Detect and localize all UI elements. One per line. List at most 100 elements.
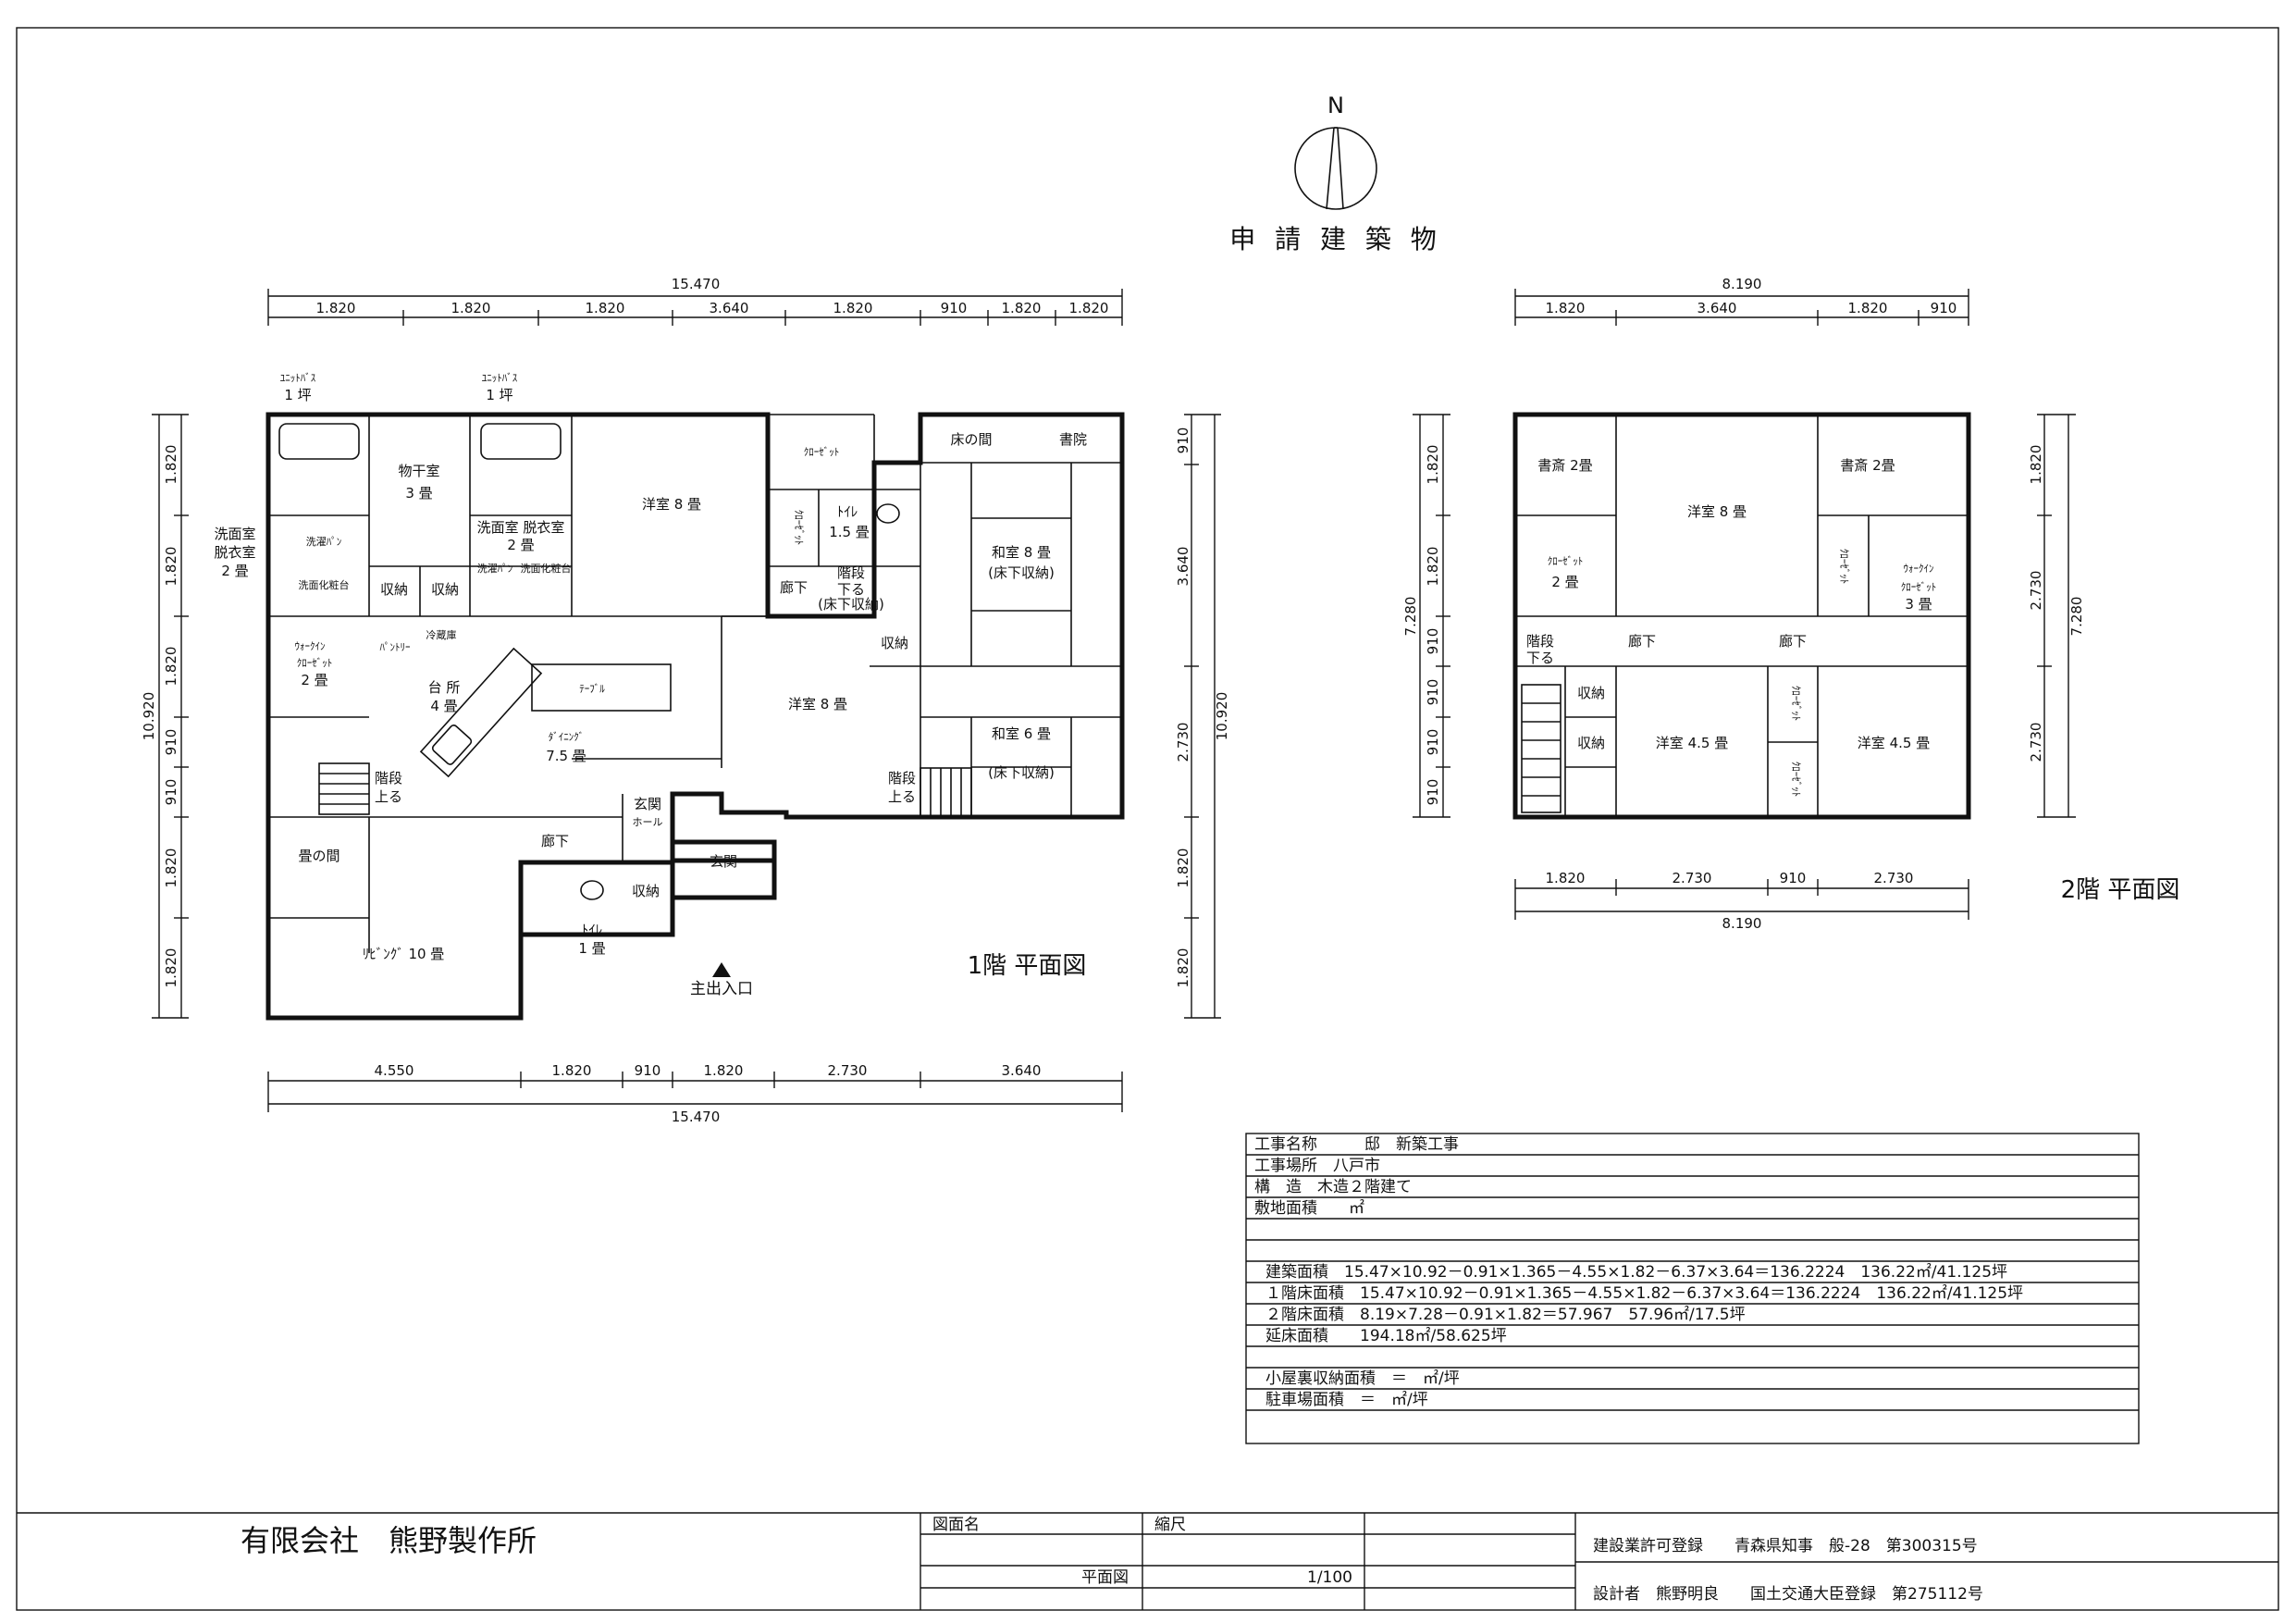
dim-seg: 1.820 bbox=[833, 300, 873, 316]
dining-table bbox=[531, 663, 672, 712]
dim-seg: 2.730 bbox=[1673, 870, 1712, 886]
room-label: 洗面室 脱衣室 bbox=[477, 519, 565, 536]
dim-seg: 910 bbox=[163, 779, 179, 806]
drawing-name-label: 図面名 bbox=[932, 1516, 980, 1534]
room-label: 和室 8 畳 bbox=[992, 544, 1051, 561]
room-label: 玄関 bbox=[634, 796, 661, 812]
room-label: 洗濯ﾊﾟﾝ bbox=[477, 563, 513, 575]
room-label: ﾕﾆｯﾄﾊﾞｽ bbox=[482, 372, 518, 384]
title-block: 有限会社 熊野製作所 図面名 縮尺 平面図 1/100 建設業許可登録 青森県知… bbox=[17, 1512, 2278, 1610]
room-label: (床下収納) bbox=[818, 596, 884, 613]
dim-total: 7.280 bbox=[1402, 597, 1419, 637]
room-label: 台 所 bbox=[428, 679, 461, 696]
dim-seg: 910 bbox=[635, 1062, 661, 1079]
dim-seg: 1.820 bbox=[1848, 300, 1888, 316]
room-label: 2 畳 bbox=[221, 563, 248, 579]
room-label: ﾕﾆｯﾄﾊﾞｽ bbox=[280, 372, 316, 384]
room-label: 2 畳 bbox=[301, 672, 327, 688]
dim-seg: 3.640 bbox=[1175, 547, 1191, 587]
dim-seg: 1.820 bbox=[163, 547, 179, 587]
dim-seg: 2.730 bbox=[828, 1062, 868, 1079]
room-label: 収納 bbox=[431, 581, 459, 598]
dim-total: 10.920 bbox=[141, 692, 157, 741]
room-label: (床下収納) bbox=[988, 764, 1055, 781]
dim-seg: 1.820 bbox=[1069, 300, 1109, 316]
stair-2 bbox=[920, 767, 972, 818]
toilet-icon bbox=[580, 880, 604, 900]
room-label: 収納 bbox=[380, 581, 408, 598]
room-label: 1 畳 bbox=[578, 940, 605, 957]
room-label: 書斎 2畳 bbox=[1840, 457, 1895, 474]
floor2-dims-right: 1.820 2.730 2.730 7.280 bbox=[2028, 414, 2085, 818]
dim-seg: 1.820 bbox=[2028, 445, 2044, 485]
dim-seg: 910 bbox=[1425, 628, 1441, 655]
entry-wall bbox=[673, 839, 777, 886]
kitchen-counter bbox=[419, 647, 543, 778]
room-label: 収納 bbox=[1577, 685, 1605, 701]
spec-attic-area: 小屋裏収納面積 ＝ ㎡/坪 bbox=[1265, 1369, 1460, 1388]
spec-floor1-area: １階床面積 15.47×10.92－0.91×1.365－4.55×1.82－6… bbox=[1265, 1284, 2023, 1303]
drawing-name: 平面図 bbox=[1081, 1568, 1129, 1587]
floor1-title: 1階 平面図 bbox=[968, 952, 1087, 980]
floor2-room-labels: 書斎 2畳 書斎 2畳 洋室 8 畳 ｸﾛｰｾﾞｯﾄ 2 畳 ｸﾛｰｾﾞｯﾄ ｳ… bbox=[1526, 457, 1936, 797]
room-label: 下る bbox=[1526, 650, 1554, 666]
room-label: 上る bbox=[888, 788, 916, 805]
license-info: 建設業許可登録 青森県知事 般-28 第300315号 bbox=[1593, 1537, 1978, 1555]
room-label: 収納 bbox=[881, 635, 908, 651]
dim-seg: 910 bbox=[941, 300, 968, 316]
dim-seg: 2.730 bbox=[2028, 723, 2044, 762]
room-label: ｳｫｰｸｲﾝ bbox=[295, 640, 326, 652]
spec-lot-area: 敷地面積 ㎡ bbox=[1254, 1199, 1364, 1218]
room-label: 収納 bbox=[1577, 735, 1605, 751]
floor1-plan: 15.470 1.820 1.820 1.820 3.640 1.820 910… bbox=[141, 276, 1230, 1125]
room-label: 廊下 bbox=[780, 579, 808, 596]
room-label: 洋室 4.5 畳 bbox=[1656, 735, 1728, 751]
room-label: ﾄｲﾚ bbox=[837, 503, 858, 520]
room-label: 2 畳 bbox=[1551, 574, 1578, 590]
spec-parking-area: 駐車場面積 ＝ ㎡/坪 bbox=[1265, 1391, 1428, 1409]
room-label: 廊下 bbox=[1628, 633, 1656, 650]
room-label: ｸﾛｰｾﾞｯﾄ bbox=[1790, 762, 1802, 798]
spec-project: 工事名称 邸 新築工事 bbox=[1254, 1135, 1459, 1154]
room-label: 1 坪 bbox=[284, 387, 311, 403]
compass-circle bbox=[1294, 127, 1377, 210]
dim-seg: 1.820 bbox=[1002, 300, 1042, 316]
dim-total: 10.920 bbox=[1214, 692, 1230, 741]
dim-seg: 910 bbox=[1780, 870, 1807, 886]
dim-total: 8.190 bbox=[1722, 276, 1762, 292]
floor1-dims-top: 15.470 1.820 1.820 1.820 3.640 1.820 910… bbox=[267, 276, 1123, 326]
floor1-interior-walls bbox=[268, 414, 1122, 953]
dim-seg: 2.730 bbox=[1175, 723, 1191, 762]
room-label: 廊下 bbox=[1779, 633, 1807, 650]
dim-total: 8.190 bbox=[1722, 915, 1762, 932]
room-label: ｸﾛｰｾﾞｯﾄ bbox=[297, 657, 333, 669]
dim-seg: 2.730 bbox=[2028, 571, 2044, 611]
dim-total: 7.280 bbox=[2068, 597, 2085, 637]
bathtub-2 bbox=[480, 423, 562, 460]
room-label: 玄関 bbox=[710, 853, 737, 870]
building-title: 申 請 建 築 物 bbox=[1229, 224, 1442, 254]
dim-seg: 1.820 bbox=[316, 300, 356, 316]
toilet-icon bbox=[876, 503, 900, 524]
floor2-plan: 8.190 1.820 3.640 1.820 910 1.820 2.730 … bbox=[1402, 276, 2179, 932]
sheet-border bbox=[16, 27, 2279, 1611]
room-label: ﾘﾋﾞﾝｸﾞ 10 畳 bbox=[363, 946, 445, 962]
dim-seg: 2.730 bbox=[1874, 870, 1914, 886]
room-label: ｸﾛｰｾﾞｯﾄ bbox=[1790, 686, 1802, 722]
north-compass: N 申 請 建 築 物 bbox=[1229, 93, 1442, 254]
dim-seg: 1.820 bbox=[163, 849, 179, 888]
room-label: ﾊﾟﾝﾄﾘｰ bbox=[380, 641, 411, 653]
room-label: 階段 bbox=[837, 564, 865, 581]
dim-seg: 1.820 bbox=[1546, 300, 1586, 316]
room-label: ｸﾛｰｾﾞｯﾄ bbox=[1901, 581, 1937, 593]
floor1-dims-left: 10.920 1.820 1.820 1.820 910 910 1.820 1… bbox=[141, 414, 189, 1019]
designer-info: 設計者 熊野明良 国土交通大臣登録 第275112号 bbox=[1593, 1585, 1983, 1604]
dim-seg: 3.640 bbox=[1697, 300, 1737, 316]
room-label: 洋室 8 畳 bbox=[642, 496, 701, 513]
spec-site: 工事場所 八戸市 bbox=[1254, 1157, 1380, 1175]
room-label: ｸﾛｰｾﾞｯﾄ bbox=[793, 510, 805, 546]
dim-seg: 3.640 bbox=[710, 300, 749, 316]
dim-seg: 1.820 bbox=[1546, 870, 1586, 886]
scale-label: 縮尺 bbox=[1154, 1516, 1186, 1534]
room-label: 洗濯ﾊﾟﾝ bbox=[306, 536, 342, 548]
